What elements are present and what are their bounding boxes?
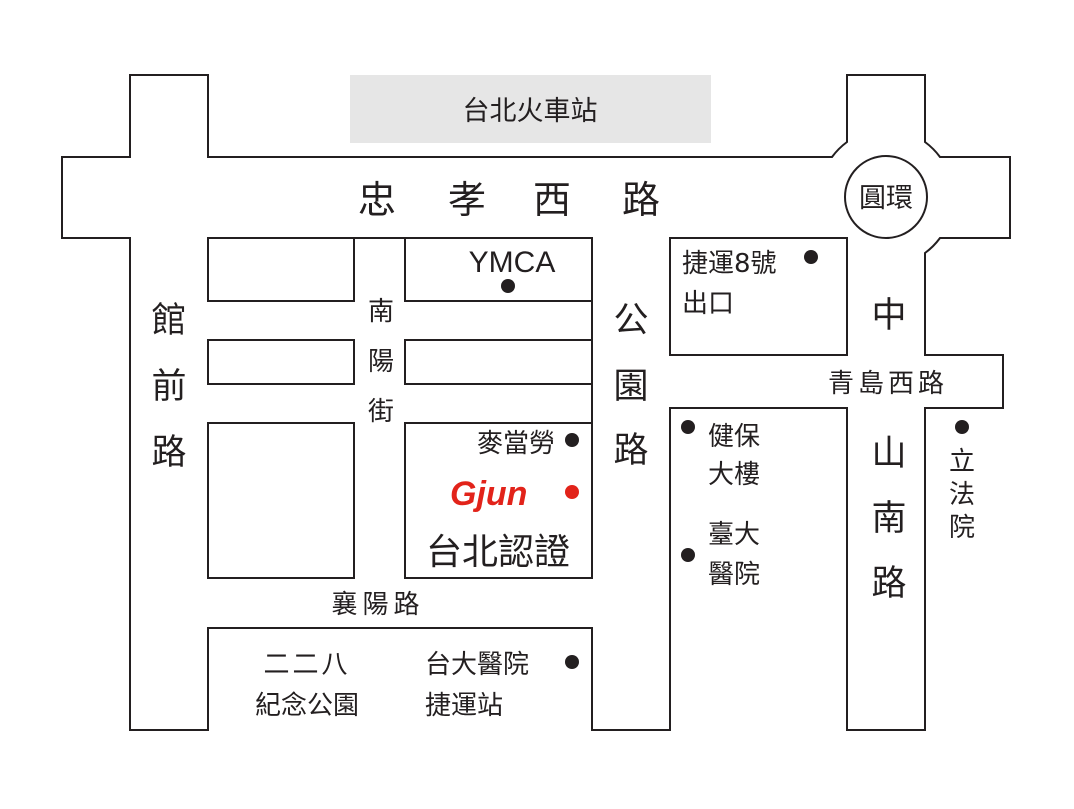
road-nanyang-char-1: 南 [368,297,394,327]
road-zhongshan-char-4: 路 [871,564,906,604]
road-zhongxiao-char-2: 孝 [448,178,486,222]
block-top-left [207,237,355,302]
mrt-exit8-label-line2: 出口 [682,289,734,319]
health-building-label-line2: 大樓 [708,460,760,490]
gjun-center-name: 台北認證 [426,532,570,573]
health-building-label-line1: 健保 [708,422,760,452]
taipei-station-box [350,75,711,143]
ymca-label: YMCA [469,246,556,279]
gjun-logo: Gjun [450,475,527,513]
road-nanyang-char-3: 街 [368,397,394,427]
gjun-marker [565,485,579,499]
road-zhongxiao-char-4: 路 [622,178,660,222]
legislative-char-1: 立 [949,447,975,477]
ntuh-label-line2: 醫院 [708,560,760,590]
road-nanyang-char-2: 陽 [368,347,394,377]
ymca-marker [501,279,515,293]
health-building-marker [681,420,695,434]
block-bottom-left [207,422,355,579]
road-qingdao-west: 青島西路 [828,369,948,399]
road-zhongshan-char-2: 山 [871,434,906,474]
mrt-exit8-label-line1: 捷運8號 [682,249,777,279]
road-gongyuan-char-3: 路 [613,431,648,471]
ntuh-station-label-line2: 捷運站 [425,691,503,721]
mrt-exit8-marker [804,250,818,264]
block-gjun [404,422,593,579]
park-label-line2: 紀念公園 [255,691,359,721]
road-guanqian-char-3: 路 [151,433,186,473]
legislative-char-2: 法 [949,480,975,510]
road-guanqian-char-2: 前 [151,367,186,407]
ntuh-station-marker [565,655,579,669]
mcdonalds-marker [565,433,579,447]
ntuh-marker [681,548,695,562]
taipei-station-label: 台北火車站 [463,96,598,127]
block-ymca [404,237,593,302]
mcdonalds-label: 麥當勞 [477,429,555,459]
block-middle-left [207,339,355,385]
road-guanqian-char-1: 館 [151,301,186,341]
road-xiangyang: 襄陽路 [331,590,424,620]
road-network-outline [61,74,1011,731]
road-zhongxiao-char-3: 西 [533,178,571,222]
road-zhongshan-char-3: 南 [871,499,906,539]
legislative-char-3: 院 [949,513,975,543]
ntuh-label-line1: 臺大 [708,520,760,550]
road-gongyuan-char-2: 園 [613,367,648,407]
park-label-line1: 二二八 [263,650,350,680]
block-middle-center [404,339,593,385]
legislative-marker [955,420,969,434]
road-zhongshan-char-1: 中 [871,296,906,336]
roundabout-label: 圓環 [859,183,913,214]
roundabout-ring [844,155,928,239]
ntuh-station-label-line1: 台大醫院 [425,650,529,680]
road-gongyuan-char-1: 公 [613,301,648,341]
road-zhongxiao-char-1: 忠 [358,178,396,222]
